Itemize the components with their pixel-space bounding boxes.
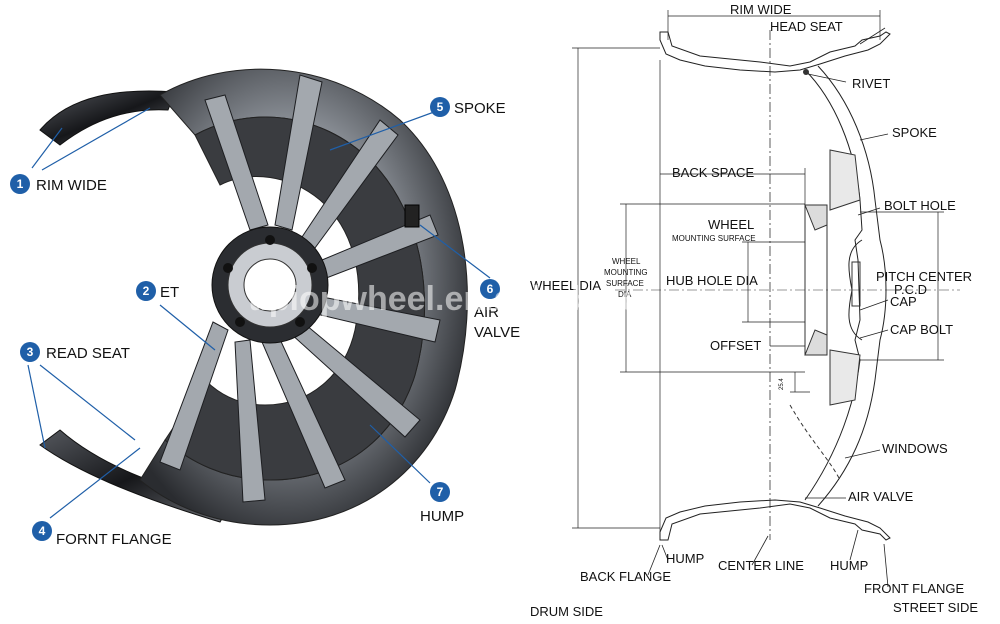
svg-text:FORNT FLANGE: FORNT FLANGE: [56, 531, 172, 548]
rim-profile-top: [659, 31, 891, 73]
hub-block-lower: [829, 349, 861, 406]
svg-text:VALVE: VALVE: [474, 324, 520, 341]
label-wheel: WHEEL: [708, 217, 754, 232]
svg-text:READ SEAT: READ SEAT: [46, 345, 130, 362]
label-dim-25-4: 25.4: [779, 378, 785, 390]
wheel-photo: [39, 68, 468, 526]
label-cap: CAP: [890, 294, 917, 309]
label-wms-dia-4: DIA: [618, 290, 632, 299]
cap-body: [851, 261, 861, 307]
label-drum-side: DRUM SIDE: [530, 604, 603, 619]
svg-text:6: 6: [487, 282, 494, 296]
label-center-line: CENTER LINE: [718, 558, 804, 573]
disc-profile-outer: [817, 65, 887, 507]
watermark: tipiopwheel.en.alibaba.com: [248, 280, 690, 318]
wheel-spokes: [159, 74, 441, 503]
label-hub-hole-dia: HUB HOLE DIA: [666, 273, 758, 288]
hub-hole: [243, 258, 297, 312]
label-pcd: P.C.D: [894, 282, 927, 297]
label-back-space: BACK SPACE: [672, 165, 754, 180]
svg-text:5: 5: [437, 100, 444, 114]
svg-text:HUMP: HUMP: [420, 508, 464, 525]
photo-label-5: 5 SPOKE: [430, 97, 506, 117]
photo-label-3: 3 READ SEAT: [20, 342, 130, 362]
svg-text:SPOKE: SPOKE: [454, 100, 506, 117]
label-street-side: STREET SIDE: [893, 600, 978, 615]
label-wms-dia-2: MOUNTING: [604, 268, 648, 277]
label-head-seat: HEAD SEAT: [770, 19, 843, 34]
photo-label-7: 7 HUMP: [420, 482, 464, 525]
dimension-lines: [572, 10, 944, 540]
label-offset: OFFSET: [710, 338, 761, 353]
label-air-valve: AIR VALVE: [848, 489, 914, 504]
label-back-flange: BACK FLANGE: [580, 569, 671, 584]
photo-leaders: [27, 107, 491, 519]
label-mounting-surface: MOUNTING SURFACE: [672, 234, 756, 243]
technical-drawing: [572, 10, 960, 588]
label-wms-dia-1: WHEEL: [612, 257, 641, 266]
drawing-leaders: [647, 27, 889, 588]
air-valve: [404, 204, 420, 228]
label-windows: WINDOWS: [882, 441, 948, 456]
label-front-flange: FRONT FLANGE: [864, 581, 964, 596]
label-rivet: RIVET: [852, 76, 890, 91]
lug-holes: [223, 235, 317, 327]
photo-label-4: 4 FORNT FLANGE: [32, 521, 172, 548]
disc-profile: [804, 69, 863, 501]
label-wheel-dia: WHEEL DIA: [530, 278, 601, 293]
svg-text:3: 3: [27, 345, 34, 359]
label-rim-wide: RIM WIDE: [730, 2, 792, 17]
svg-text:AIR: AIR: [474, 304, 499, 321]
label-pitch-center: PITCH CENTER: [876, 269, 972, 284]
rivet: [803, 69, 809, 75]
svg-text:ET: ET: [160, 284, 179, 301]
label-wms-dia-3: SURFACE: [606, 279, 644, 288]
label-hump-right: HUMP: [830, 558, 868, 573]
hub-block: [829, 149, 861, 211]
svg-text:RIM WIDE: RIM WIDE: [36, 177, 107, 194]
rim-profile-bottom: [659, 499, 891, 541]
rim-section-top: [39, 90, 176, 146]
photo-label-2: 2 ET: [136, 281, 179, 301]
label-spoke: SPOKE: [892, 125, 937, 140]
label-bolt-hole: BOLT HOLE: [884, 198, 956, 213]
svg-text:4: 4: [39, 524, 46, 538]
svg-text:2: 2: [143, 284, 150, 298]
photo-label-1: 1 RIM WIDE: [10, 174, 107, 194]
label-hump-left: HUMP: [666, 551, 704, 566]
photo-label-6: 6 AIR VALVE: [474, 279, 520, 341]
svg-text:7: 7: [437, 485, 444, 499]
svg-text:1: 1: [17, 177, 24, 191]
hidden-section: [789, 404, 841, 481]
label-cap-bolt: CAP BOLT: [890, 322, 953, 337]
